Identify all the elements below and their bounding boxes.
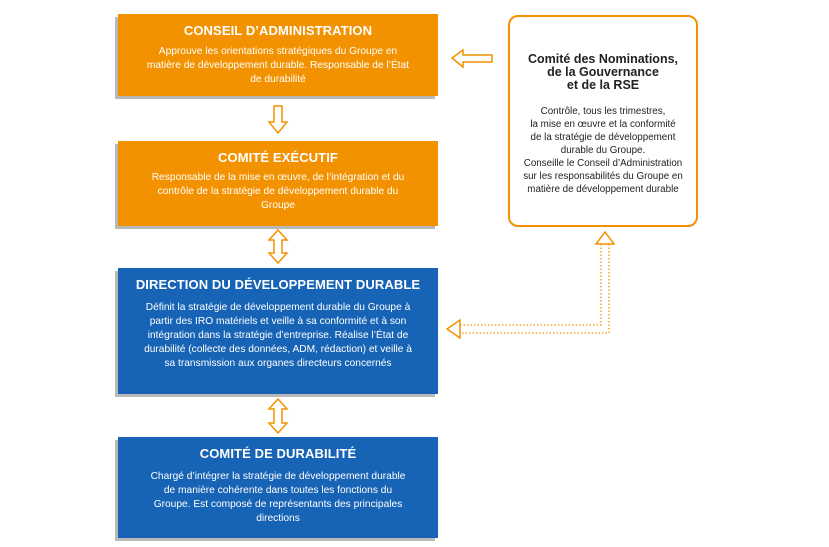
conseil-administration-title: CONSEIL D’ADMINISTRATION bbox=[183, 23, 373, 38]
arrow-cnr-to-ddd-icon bbox=[445, 230, 616, 340]
arrow-ce-ddd-double-icon bbox=[267, 228, 289, 265]
comite-durabilite-description: Chargé d’intégrer la stratégie de dévelo… bbox=[150, 471, 406, 524]
direction-developpement-durable-title: DIRECTION DU DÉVELOPPEMENT DURABLE bbox=[135, 277, 421, 292]
comite-durabilite-box: COMITÉ DE DURABILITÉ Chargé d’intégrer l… bbox=[118, 437, 438, 538]
conseil-administration-description: Approuve les orientations stratégiques d… bbox=[146, 46, 410, 85]
comite-durabilite-title: COMITÉ DE DURABILITÉ bbox=[199, 446, 357, 461]
arrow-cnr-to-ca-icon bbox=[450, 48, 493, 69]
comite-nominations-box: Comité des Nominations, de la Gouvernanc… bbox=[508, 15, 698, 227]
direction-developpement-durable-box: DIRECTION DU DÉVELOPPEMENT DURABLE Défin… bbox=[118, 268, 438, 394]
arrow-ca-to-ce-icon bbox=[267, 105, 289, 135]
direction-developpement-durable-description: Définit la stratégie de développement du… bbox=[144, 302, 412, 369]
comite-executif-title: COMITÉ EXÉCUTIF bbox=[218, 150, 338, 165]
comite-nominations-description: Contrôle, tous les trimestres, la mise e… bbox=[523, 106, 683, 195]
comite-executif-box: COMITÉ EXÉCUTIF Responsable de la mise e… bbox=[118, 141, 438, 226]
comite-executif-description: Responsable de la mise en œuvre, de l’in… bbox=[151, 172, 405, 211]
comite-nominations-title: Comité des Nominations, de la Gouvernanc… bbox=[527, 52, 679, 92]
conseil-administration-box: CONSEIL D’ADMINISTRATION Approuve les or… bbox=[118, 14, 438, 96]
arrow-ddd-cd-double-icon bbox=[267, 397, 289, 435]
